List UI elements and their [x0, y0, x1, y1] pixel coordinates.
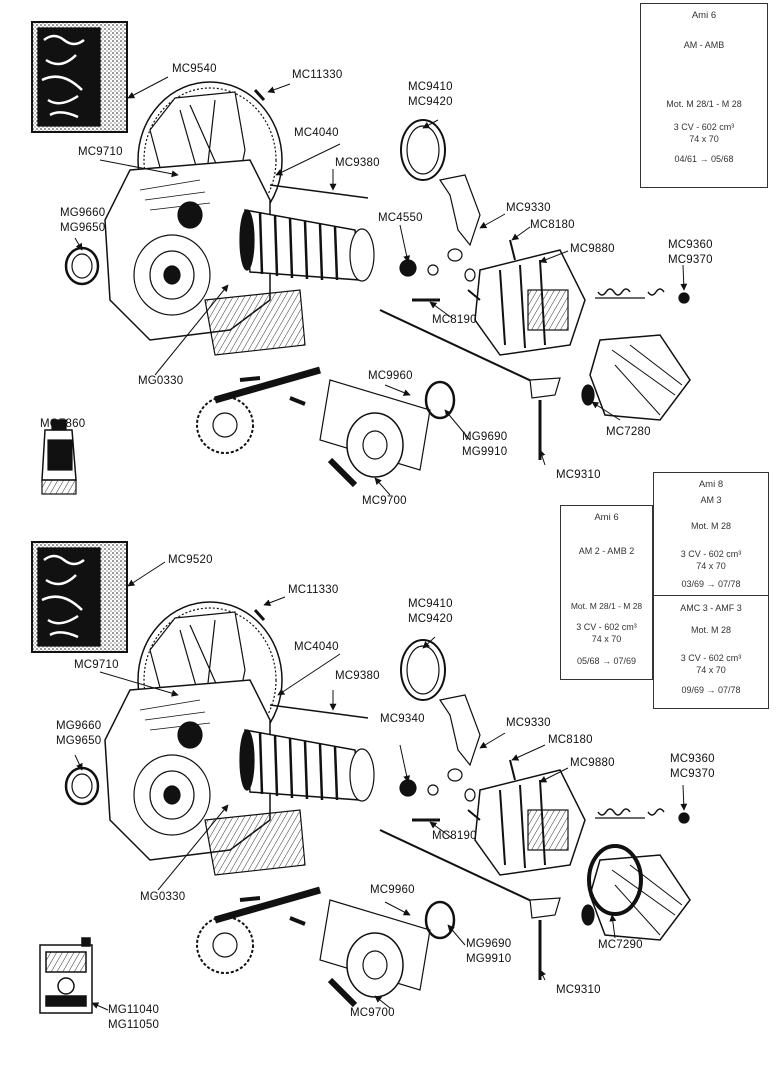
spec-bore: 74 x 70 — [689, 134, 719, 144]
part-label-mc9520: MC9520 — [168, 554, 213, 566]
oil-can-icon — [39, 937, 93, 1014]
part-label-mc9420: MC9420 — [408, 96, 453, 108]
part-label-mc9370: MC9370 — [670, 768, 715, 780]
part-label-mg9690: MG9690 — [466, 938, 512, 950]
part-label-mc9310: MC9310 — [556, 469, 601, 481]
spec-model: Ami 6 — [594, 512, 619, 523]
part-label-mg9690: MG9690 — [462, 431, 508, 443]
part-label-mc9700: MC9700 — [362, 495, 407, 507]
part-label-mc9880: MC9880 — [570, 757, 615, 769]
part-label-mg9660: MG9660 — [60, 207, 106, 219]
spec-model: Ami 8 — [698, 479, 724, 490]
part-label-mc9380: MC9380 — [335, 670, 380, 682]
spec-engine: Mot. M 28/1 - M 28 — [666, 99, 742, 109]
cover-gasket-icon — [587, 844, 643, 916]
part-label-mc7280: MC7280 — [606, 426, 651, 438]
spec-engine: Mot. M 28/1 - M 28 — [570, 601, 643, 611]
part-label-mc8180: MC8180 — [548, 734, 593, 746]
part-label-mc9880: MC9880 — [570, 243, 615, 255]
part-label-mc11330: MC11330 — [292, 69, 343, 81]
spec-dates: 05/68 → 07/69 — [576, 656, 637, 666]
part-label-mc9420: MC9420 — [408, 613, 453, 625]
part-label-mc8180: MC8180 — [530, 219, 575, 231]
part-label-mg11050: MG11050 — [108, 1019, 160, 1031]
part-label-mc7290: MC7290 — [598, 939, 643, 951]
part-label-mg9650: MG9650 — [60, 222, 106, 234]
part-label-mc9360: MC9360 — [670, 753, 715, 765]
part-label-mc9360: MC9360 — [668, 239, 713, 251]
part-label-mg11040: MG11040 — [108, 1004, 160, 1016]
part-label-mc4550: MC4550 — [378, 212, 423, 224]
spec-dates-b: 09/69 → 07/78 — [681, 685, 741, 695]
part-label-mc9540: MC9540 — [172, 63, 217, 75]
spec-engine-b: Mot. M 28 — [690, 625, 731, 635]
part-label-mc9330: MC9330 — [506, 202, 551, 214]
spec-divider — [654, 595, 768, 596]
part-label-mc9710: MC9710 — [78, 146, 123, 158]
part-label-mg7860: MG7860 — [40, 418, 86, 430]
spec-box-top: Ami 6 AM - AMB Mot. M 28/1 - M 28 3 CV -… — [640, 3, 768, 188]
part-label-mg9650: MG9650 — [56, 735, 102, 747]
spec-dates: 03/69 → 07/78 — [681, 579, 741, 589]
part-label-mc9960: MC9960 — [368, 370, 413, 382]
spec-bore-b: 74 x 70 — [696, 665, 726, 675]
spec-power: 3 CV - 602 cm³ — [680, 549, 742, 559]
spec-bore: 74 x 70 — [696, 561, 726, 571]
spec-engine: Mot. M 28 — [690, 521, 731, 531]
part-label-mc8190: MC8190 — [432, 830, 477, 842]
part-label-mc9960: MC9960 — [370, 884, 415, 896]
spec-model: Ami 6 — [691, 10, 717, 21]
spec-power: 3 CV - 602 cm³ — [576, 622, 637, 632]
spec-power: 3 CV - 602 cm³ — [673, 122, 735, 132]
part-label-mc9710: MC9710 — [74, 659, 119, 671]
part-label-mc9700: MC9700 — [350, 1007, 395, 1019]
part-label-mc9410: MC9410 — [408, 598, 453, 610]
spec-variant: AM - AMB — [683, 40, 725, 50]
spec-variant: AM 3 — [700, 495, 722, 505]
part-label-mc9370: MC9370 — [668, 254, 713, 266]
part-label-mc9330: MC9330 — [506, 717, 551, 729]
part-label-mg9910: MG9910 — [466, 953, 512, 965]
spec-dates: 04/61 → 05/68 — [674, 154, 734, 164]
part-label-mg9910: MG9910 — [462, 446, 508, 458]
spec-variant-b: AMC 3 - AMF 3 — [680, 603, 742, 613]
part-label-mg0330: MG0330 — [140, 891, 186, 903]
part-label-mc9380: MC9380 — [335, 157, 380, 169]
part-label-mc9340: MC9340 — [380, 713, 425, 725]
gasket-kit-icon — [31, 21, 128, 133]
spec-power-b: 3 CV - 602 cm³ — [680, 653, 742, 663]
spec-box-bottom-left: Ami 6 AM 2 - AMB 2 Mot. M 28/1 - M 28 3 … — [560, 505, 653, 680]
part-label-mc9410: MC9410 — [408, 81, 453, 93]
part-label-mc4040: MC4040 — [294, 641, 339, 653]
sealant-tube-icon — [41, 419, 77, 495]
spec-bore: 74 x 70 — [591, 634, 622, 644]
part-label-mc8190: MC8190 — [432, 314, 477, 326]
spec-box-bottom-right: Ami 8 AM 3 Mot. M 28 3 CV - 602 cm³ 74 x… — [653, 472, 769, 709]
spec-variant: AM 2 - AMB 2 — [578, 546, 635, 556]
engine-assembly-top — [31, 21, 691, 495]
part-label-mg9660: MG9660 — [56, 720, 102, 732]
part-label-mc9310: MC9310 — [556, 984, 601, 996]
part-label-mg0330: MG0330 — [138, 375, 184, 387]
part-label-mc4040: MC4040 — [294, 127, 339, 139]
part-label-mc11330: MC11330 — [288, 584, 339, 596]
